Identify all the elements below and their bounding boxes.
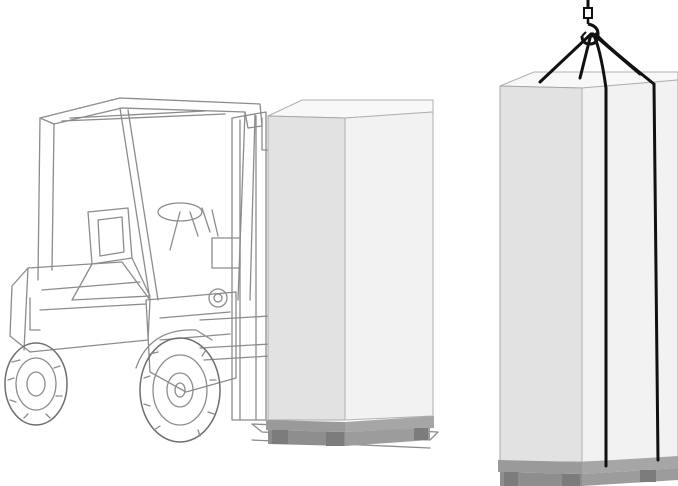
crate-on-forklift — [266, 100, 434, 446]
crate-on-crane — [498, 72, 678, 486]
